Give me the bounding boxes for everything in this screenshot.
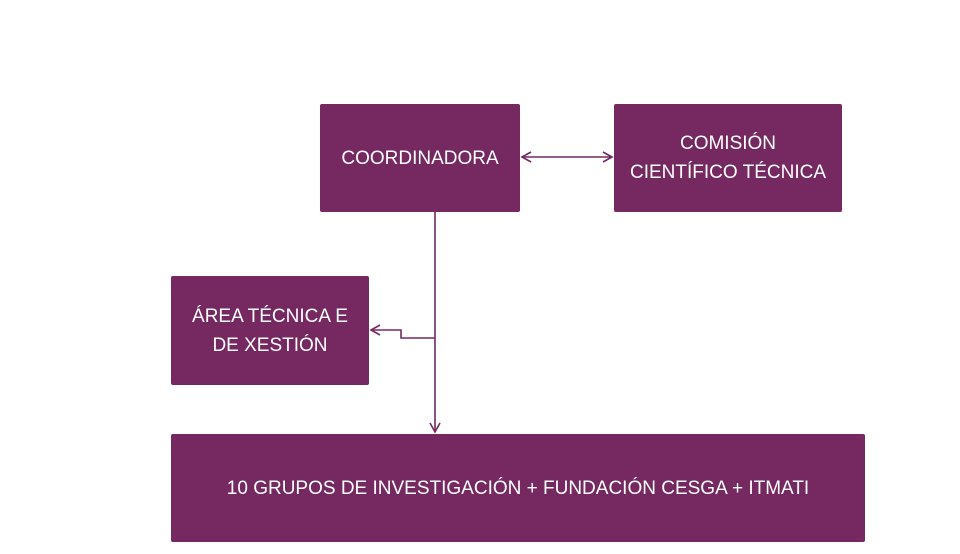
connector-trunk-area xyxy=(369,324,435,339)
node-area-tecnica-xestion: ÁREA TÉCNICA E DE XESTIÓN xyxy=(171,276,369,385)
node-comision-cientifico-tecnica: COMISIÓN CIENTÍFICO TÉCNICA xyxy=(614,104,842,212)
node-comision-label: COMISIÓN CIENTÍFICO TÉCNICA xyxy=(630,133,826,183)
node-grupos-label: 10 GRUPOS DE INVESTIGACIÓN + FUNDACIÓN C… xyxy=(226,477,810,499)
node-coordinadora-label: COORDINADORA xyxy=(341,147,499,169)
node-area-label: ÁREA TÉCNICA E DE XESTIÓN xyxy=(192,305,348,356)
node-coordinadora: COORDINADORA xyxy=(320,104,520,212)
node-grupos-investigacion: 10 GRUPOS DE INVESTIGACIÓN + FUNDACIÓN C… xyxy=(171,434,865,542)
